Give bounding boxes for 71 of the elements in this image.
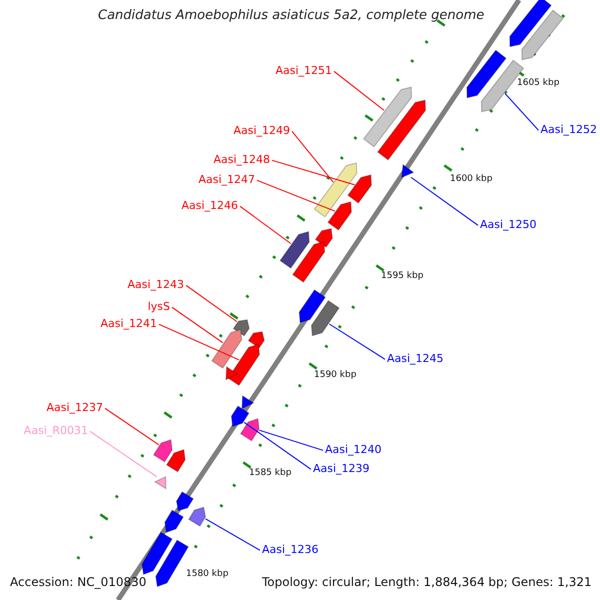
gene-feature [347, 174, 372, 204]
gene-feature [166, 449, 186, 472]
gene-feature [152, 439, 173, 462]
scale-label: 1595 kbp [381, 271, 424, 282]
gene-feature [314, 162, 358, 218]
gene-feature [314, 228, 333, 248]
genome-summary-note: Topology: circular; Length: 1,884,364 bp; Genes: 1,321 [262, 575, 592, 590]
gene-feature [211, 328, 242, 369]
gene-feature [292, 240, 326, 283]
scale-label: 1605 kbp [517, 78, 560, 89]
leader-line [504, 93, 539, 131]
leader-line [334, 70, 385, 111]
leader-line [292, 130, 334, 183]
gene-label: Aasi_1251 [275, 64, 332, 78]
leader-line [104, 408, 160, 446]
gene-label: Aasi_1241 [100, 317, 157, 330]
gene-feature [310, 300, 340, 336]
leader-line [244, 422, 312, 470]
gene-feature [232, 319, 250, 337]
leader-line [258, 430, 324, 451]
gene-feature [176, 491, 194, 512]
leader-line [410, 176, 478, 226]
leader-line [272, 160, 356, 186]
gene-feature [327, 201, 352, 231]
gene-label: Aasi_1246 [181, 199, 238, 212]
gene-label: Aasi_1247 [198, 173, 255, 186]
scale-label: 1600 kbp [450, 174, 492, 185]
gene-label: lysS [148, 300, 170, 314]
gene-feature [521, 10, 564, 60]
gene-feature [362, 86, 412, 148]
accession-note: Accession: NC_010830 [10, 575, 146, 590]
gene-feature [225, 366, 238, 380]
gene-feature [154, 476, 166, 490]
scale-label: 1585 kbp [249, 468, 292, 479]
gene-feature [188, 506, 206, 527]
gene-label: Aasi_1237 [46, 401, 103, 414]
gene-feature [141, 532, 173, 576]
gene-feature [298, 289, 326, 324]
gene-feature [401, 164, 414, 178]
gene-label: Aasi_1249 [233, 124, 290, 138]
gene-label: Aasi_R0031 [24, 424, 88, 438]
gene-label: Aasi_1239 [313, 462, 370, 476]
scale-label: 1580 kbp [186, 569, 228, 580]
gene-feature [155, 539, 189, 588]
leader-line [186, 284, 238, 322]
gene-feature [240, 418, 260, 442]
title: Candidatus Amoebophilus asiaticus 5a2, complete genome [98, 8, 484, 24]
gene-label: Aasi_1252 [540, 123, 597, 136]
gene-feature [227, 344, 260, 386]
gene-label: Aasi_1245 [387, 352, 444, 366]
gene-feature [164, 510, 184, 534]
gene-feature [241, 394, 254, 410]
gene-feature [466, 50, 507, 98]
gene-feature [279, 231, 310, 269]
gene-label: Aasi_1248 [213, 153, 270, 166]
leader-line [205, 518, 260, 551]
leader-line [158, 324, 240, 360]
gene-label: Aasi_1240 [325, 443, 382, 456]
gene-feature [377, 99, 426, 161]
scale-label: 1590 kbp [314, 370, 356, 381]
gene-feature [509, 0, 552, 48]
leader-line [90, 430, 158, 478]
leader-line [240, 206, 292, 244]
gene-feature [248, 331, 265, 349]
gene-label: Aasi_1250 [480, 218, 537, 232]
gene-feature [230, 405, 250, 428]
leader-line [328, 324, 386, 360]
leader-line [256, 180, 336, 212]
gene-label: Aasi_1243 [127, 278, 184, 292]
gene-label: Aasi_1236 [262, 543, 319, 556]
leader-line [172, 306, 224, 344]
